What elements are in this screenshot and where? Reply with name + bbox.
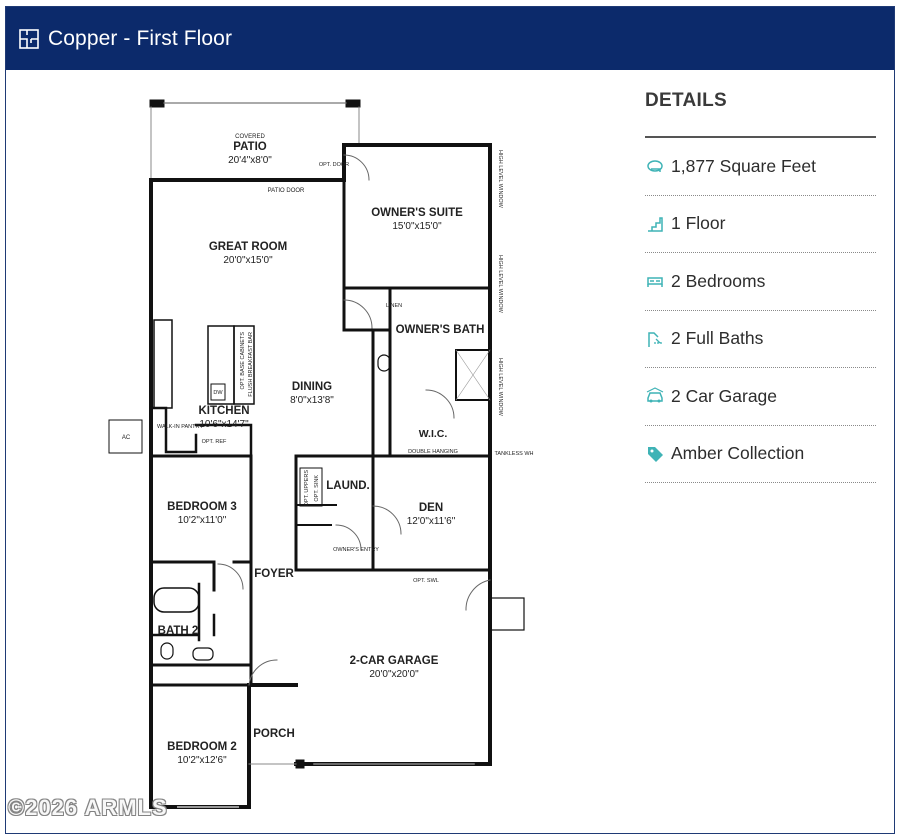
label-dining: DINING bbox=[292, 381, 332, 393]
label-patio-dim: 20'4"x8'0" bbox=[228, 155, 272, 166]
label-dining-dim: 8'0"x13'8" bbox=[290, 395, 334, 406]
label-porch: PORCH bbox=[253, 728, 295, 740]
label-bedroom2: BEDROOM 2 bbox=[167, 741, 237, 753]
detail-floors: 1 Floor bbox=[645, 196, 876, 253]
label-covered: COVERED bbox=[235, 134, 265, 140]
label-dw: DW bbox=[213, 390, 223, 396]
detail-label: 1,877 Square Feet bbox=[671, 155, 816, 176]
label-walk-in-pantry: WALK-IN PANTRY bbox=[157, 424, 203, 430]
bed-icon bbox=[645, 271, 665, 291]
label-den: DEN bbox=[419, 502, 443, 514]
label-wic: W.I.C. bbox=[419, 428, 448, 440]
label-foyer: FOYER bbox=[254, 568, 294, 580]
details-divider bbox=[645, 136, 876, 138]
detail-label: 2 Full Baths bbox=[671, 328, 764, 349]
detail-square-feet: 1,877 Square Feet bbox=[645, 138, 876, 196]
label-tankless-wh: TANKLESS WH bbox=[494, 451, 533, 457]
floorplan-card: Copper - First Floor bbox=[5, 6, 895, 834]
label-owners-bath: OWNER'S BATH bbox=[396, 324, 485, 336]
label-owners-entry: OWNER'S ENTRY bbox=[333, 547, 379, 553]
label-opt-sink: OPT. SINK bbox=[314, 475, 320, 502]
shower-icon bbox=[645, 329, 665, 349]
detail-collection: Amber Collection bbox=[645, 426, 876, 483]
label-kitchen: KITCHEN bbox=[198, 405, 249, 417]
label-ac: AC bbox=[122, 435, 131, 441]
label-high-level-window-3: HIGH LEVEL WINDOW bbox=[497, 358, 503, 417]
label-laundry: LAUND. bbox=[326, 480, 369, 492]
label-bath2: BATH 2 bbox=[158, 625, 199, 637]
label-linen: LINEN bbox=[386, 303, 402, 309]
detail-label: 2 Bedrooms bbox=[671, 270, 766, 291]
square-feet-icon bbox=[645, 156, 665, 176]
detail-label: 1 Floor bbox=[671, 213, 726, 234]
details-panel: DETAILS 1,877 Square Feet 1 Floor 2 Bedr… bbox=[645, 90, 877, 483]
detail-baths: 2 Full Baths bbox=[645, 311, 876, 368]
label-patio: PATIO bbox=[233, 141, 266, 153]
label-high-level-window-2: HIGH LEVEL WINDOW bbox=[497, 255, 503, 314]
detail-label: Amber Collection bbox=[671, 443, 805, 464]
label-opt-ref: OPT. REF bbox=[202, 439, 227, 445]
label-double-hanging: DOUBLE HANGING bbox=[408, 449, 458, 455]
detail-garage: 2 Car Garage bbox=[645, 368, 876, 426]
label-opt-uppers: OPT. UPPERS bbox=[304, 470, 310, 507]
copyright-watermark: ©2026 ARMLS bbox=[8, 795, 168, 820]
label-opt-base-cabinets: OPT. BASE CABINETS bbox=[240, 332, 246, 390]
label-opt-swl: OPT. SWL bbox=[413, 578, 439, 584]
label-owners-suite: OWNER'S SUITE bbox=[371, 207, 463, 219]
label-great-room: GREAT ROOM bbox=[209, 241, 287, 253]
detail-label: 2 Car Garage bbox=[671, 385, 778, 406]
label-patio-door: PATIO DOOR bbox=[268, 188, 305, 194]
floor-plan-diagram: COVERED PATIO 20'4"x8'0" PATIO DOOR OPT.… bbox=[108, 99, 534, 809]
floorplan-icon bbox=[19, 28, 39, 49]
label-bedroom3: BEDROOM 3 bbox=[167, 501, 237, 513]
stairs-icon bbox=[645, 214, 665, 234]
label-great-room-dim: 20'0"x15'0" bbox=[223, 255, 273, 266]
label-flush-breakfast-bar: FLUSH BREAKFAST BAR bbox=[248, 332, 254, 397]
plan-title: Copper - First Floor bbox=[48, 26, 233, 50]
label-den-dim: 12'0"x11'6" bbox=[407, 516, 456, 527]
car-icon bbox=[645, 386, 665, 406]
label-bedroom2-dim: 10'2"x12'6" bbox=[177, 755, 227, 766]
label-kitchen-dim: 10'6"x14'7" bbox=[199, 419, 249, 430]
label-garage: 2-CAR GARAGE bbox=[350, 655, 439, 667]
label-garage-dim: 20'0"x20'0" bbox=[369, 669, 419, 680]
label-bedroom3-dim: 10'2"x11'0" bbox=[178, 515, 227, 526]
tag-icon bbox=[645, 444, 665, 464]
header-bar: Copper - First Floor bbox=[6, 7, 894, 70]
label-high-level-window-1: HIGH LEVEL WINDOW bbox=[497, 150, 503, 209]
label-owners-suite-dim: 15'0"x15'0" bbox=[392, 221, 442, 232]
detail-bedrooms: 2 Bedrooms bbox=[645, 253, 876, 311]
label-opt-door: OPT. DOOR bbox=[319, 162, 349, 168]
details-heading: DETAILS bbox=[645, 90, 727, 111]
